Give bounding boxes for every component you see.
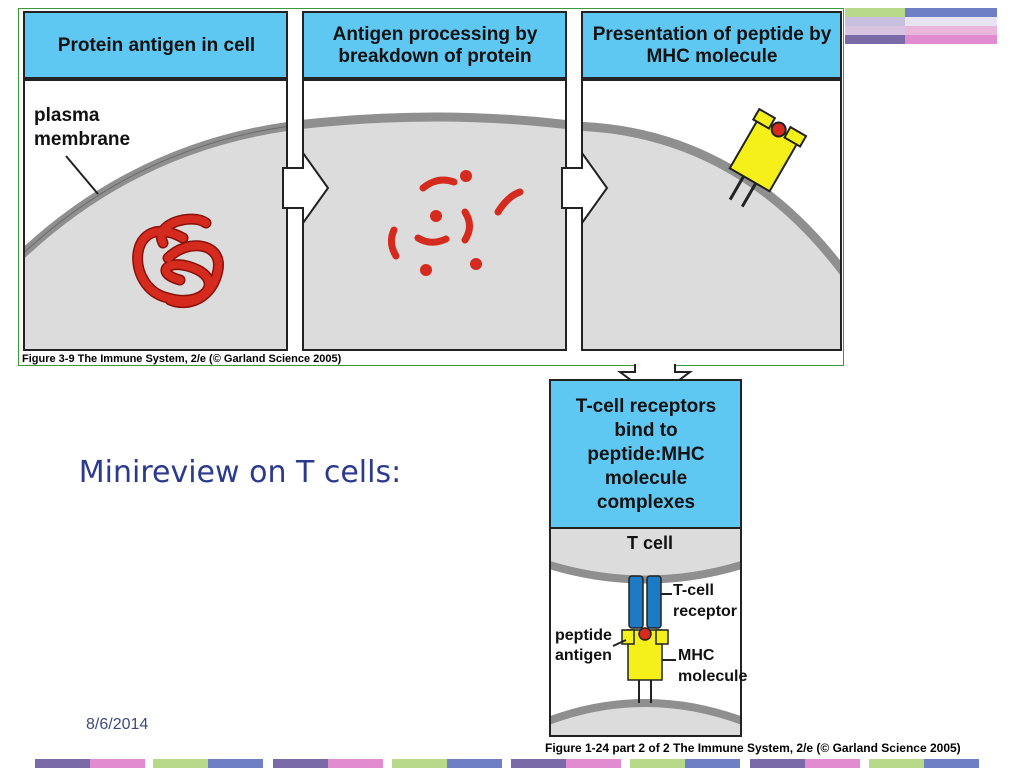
bottom-decoration [0,759,1024,768]
antigen-processing-figure [23,11,842,351]
peptide-antigen-label: peptide antigen [555,627,612,664]
folded-protein [132,213,224,309]
panel-3-title: Presentation of peptide by MHC molecule [592,24,832,67]
plasma-membrane-label: plasma membrane [34,105,131,150]
panel-3-cell [581,79,842,351]
mhc-molecule-membrane [728,107,808,208]
peptide-fragments [387,176,524,260]
slide-date: 8/6/2014 [86,716,149,733]
mhc-molecule-shape [612,627,676,703]
panel-2-title: Antigen processing by breakdown of prote… [332,24,538,67]
panel-1-title: Protein antigen in cell [57,35,256,56]
arrow-right-1 [282,149,330,227]
panel-1-cell [23,79,288,351]
tcell-panel-title: T-cell receptors bind to peptide:MHC mol… [575,396,717,513]
top-decoration [845,8,1005,48]
tcell-figure [549,379,742,737]
arrow-right-2 [561,149,609,227]
t-cell-receptor-shape [628,575,672,629]
slide-title: Minireview on T cells: [78,455,402,490]
bottom-figure-caption: Figure 1-24 part 2 of 2 The Immune Syste… [545,741,961,755]
top-figure-caption: Figure 3-9 The Immune System, 2/e (© Gar… [22,353,342,365]
t-cell-label: T cell [626,533,674,553]
mhc-molecule-label: MHC molecule [678,647,748,685]
peptide-dots [420,170,482,276]
t-cell-receptor-label: T-cell receptor [673,582,738,620]
